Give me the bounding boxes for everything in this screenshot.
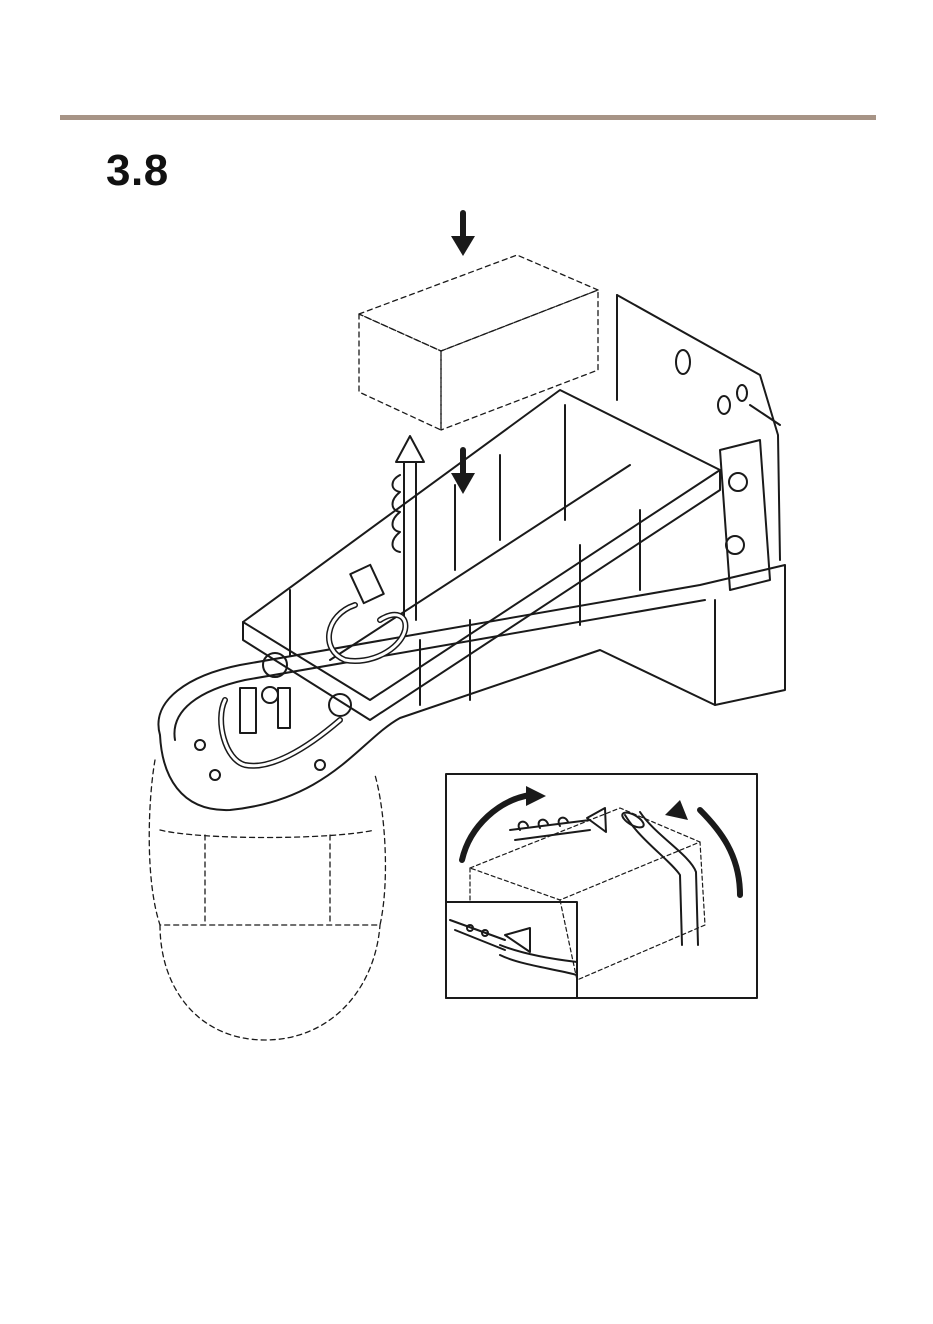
arrow-head-icon [526,786,546,806]
cable-tray [243,390,720,720]
dashed-box-icon [359,255,598,430]
arrow-head-icon [665,800,688,820]
wall-plate [617,295,780,560]
dashed-dome-icon [149,760,385,1040]
zip-tie-icon [393,436,425,620]
hinge-bracket [720,405,780,590]
camera-connectors [195,653,351,780]
arrow-down-icon [451,213,475,256]
zip-tie-inset [446,774,757,998]
